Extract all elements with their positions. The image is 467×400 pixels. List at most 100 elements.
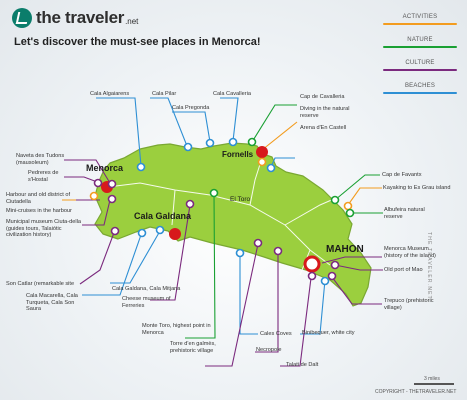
label-diving: Diving in the natural reserve (300, 106, 350, 119)
vertical-watermark-text: THE TRAVELER.NET (426, 232, 432, 300)
poi-pedreres (93, 178, 103, 188)
leader-cales-coves (239, 254, 258, 335)
poi-museum-ciutadella (107, 194, 117, 204)
label-menorca-museum: Menorca Museum (history of the island) (384, 246, 436, 259)
poi-cala-pilar (183, 142, 193, 152)
brand-name: the traveler (36, 8, 125, 27)
leader-cala-cavalleria (220, 97, 239, 142)
legend-label: BEACHES (404, 83, 436, 89)
label-albufeira: Albufeira natural reserve (384, 207, 425, 220)
poi-cala-algaiarens (136, 162, 146, 172)
poi-cap-cavalleria (247, 137, 257, 147)
legend-color-bar (383, 69, 457, 71)
poi-monte-toro (209, 188, 219, 198)
poi-binibequer (320, 276, 330, 286)
legend-item-nature: NATURE (383, 37, 457, 60)
city-dot-cala-galdana (169, 228, 181, 240)
poi-trepuco (327, 271, 337, 281)
page-title: Let's discover the must-see places in Me… (14, 36, 261, 48)
poi-necropole (273, 246, 283, 256)
city-label-fornells: Fornells (222, 150, 254, 159)
legend-item-activities: ACTIVITIES (383, 14, 457, 37)
label-trepuco: Trepuco (prehistoric village) (384, 298, 434, 311)
poi-diving (257, 157, 267, 167)
poi-talati (307, 271, 317, 281)
label-mini-cruises: Mini-cruises in the harbour (6, 208, 72, 214)
legend-label: ACTIVITIES (402, 14, 438, 20)
poi-mini-cruises (89, 191, 99, 201)
legend-label: NATURE (407, 37, 433, 43)
leader-trepuco (331, 276, 382, 305)
label-naveta: Naveta des Tudons (mausoleum) (16, 153, 65, 166)
label-cap-favaritx: Cap de Favantx (382, 172, 422, 178)
leader-lines (62, 97, 383, 367)
leader-cala-pregonda (172, 111, 211, 143)
label-cala-pilar: Cala Pilar (152, 91, 177, 97)
label-torre-galmes: Torre d'en galmès, prehistoric village (170, 341, 216, 354)
leader-son-catlar (79, 229, 116, 285)
label-cala-pregonda: Cala Pregonda (172, 105, 210, 111)
label-cala-macarella: Cala Macarella, Cala Turqueta, Cala Son … (26, 293, 78, 313)
legend-color-bar (383, 46, 457, 48)
legend-label: CULTURE (405, 60, 435, 66)
poi-albufeira (345, 208, 355, 218)
city-label-el-toro: El Toro (230, 196, 251, 203)
leader-necropole (255, 252, 279, 353)
label-cala-galdana-mitjana: Cala Galdana, Cala Mitjana (112, 286, 181, 292)
leader-cap-favaritx (334, 174, 380, 201)
leader-cap-cavalleria (251, 104, 297, 143)
leader-museum-ciutadella (82, 199, 111, 226)
leader-binibequer (300, 279, 326, 335)
label-cheese-museum: Cheese museum of Ferreries (122, 296, 171, 309)
city-label-mahon: MAHON (326, 244, 364, 255)
label-cala-algaiarens: Cala Algaiarens (90, 91, 130, 97)
leader-cala-algaiarens (96, 97, 142, 167)
label-arena-castell: Arena d'En Castell (300, 125, 347, 131)
poi-markers (89, 137, 355, 286)
city-label-menorca: Menorca (86, 163, 124, 173)
leader-torre-galmes (205, 243, 259, 367)
leader-kayaking (347, 187, 382, 206)
poi-old-port (330, 260, 340, 270)
label-necropole: Necropole (256, 347, 282, 353)
leader-cala-galdana (110, 230, 161, 284)
label-old-port: Old port of Mao (384, 267, 423, 273)
poi-cala-pregonda (205, 138, 215, 148)
copyright-text: COPYRIGHT - THETRAVELER.NET (375, 389, 457, 395)
road-network (107, 157, 344, 276)
poi-torre-galmes (253, 238, 263, 248)
traveler-logo-icon (12, 8, 32, 28)
city-label-cala-galdana: Cala Galdana (134, 211, 192, 221)
poi-cales-coves (235, 248, 245, 258)
label-monte-toro: Monte Toro, highest point in Menorca (142, 323, 211, 336)
leader-talati (280, 269, 313, 367)
brand-suffix: .net (125, 16, 139, 26)
label-pedreres: Pedreres de s'Hostal (28, 170, 59, 183)
main-road (107, 182, 331, 266)
city-dot-fornells (256, 146, 268, 158)
city-markers (101, 146, 321, 273)
poi-cala-cavalleria (228, 137, 238, 147)
legend-item-beaches: BEACHES (383, 83, 457, 106)
poi-cheese (185, 199, 195, 209)
menorca-island-shape (94, 142, 372, 307)
brand-logo: the traveler .net (12, 8, 138, 28)
label-talati: Talati de Dalt (286, 362, 319, 368)
label-binibequer: Binibequer, white city (302, 330, 355, 336)
leader-old-port (334, 264, 383, 271)
poi-kayaking (343, 201, 353, 211)
poi-naveta (107, 179, 117, 189)
city-dot-mahon (303, 255, 321, 273)
leader-diving (261, 121, 298, 151)
label-son-catlar: Son Catlar (remarkable site (6, 281, 75, 287)
label-municipal-museum: Municipal museum Ciuta-della (guides tou… (6, 219, 81, 239)
label-cala-cavalleria: Cala Cavalleria (213, 91, 251, 97)
legend-color-bar (383, 23, 457, 25)
leader-naveta (64, 159, 111, 184)
scale-label: 3 miles (424, 376, 440, 382)
label-cap-cavalleria: Cap de Cavalleria (300, 94, 345, 100)
leader-cheese (150, 204, 191, 301)
legend-item-culture: CULTURE (383, 60, 457, 83)
